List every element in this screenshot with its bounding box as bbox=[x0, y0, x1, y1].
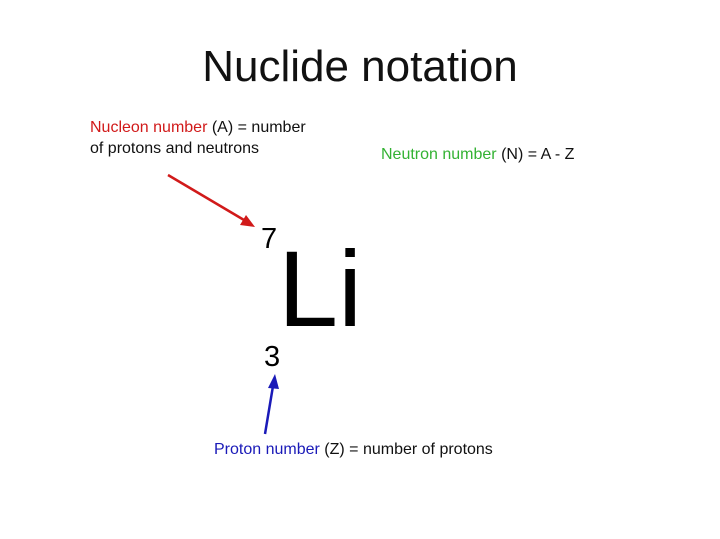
element-symbol: Li bbox=[278, 228, 363, 349]
neutron-number-term: Neutron number bbox=[381, 146, 497, 163]
mass-number: 7 bbox=[261, 223, 278, 255]
proton-arrow bbox=[263, 374, 279, 435]
proton-number-term: Proton number bbox=[214, 441, 320, 458]
nucleon-number-caption: Nucleon number (A) = number of protons a… bbox=[90, 117, 320, 159]
proton-number-caption: Proton number (Z) = number of protons bbox=[214, 439, 494, 460]
slide-title: Nuclide notation bbox=[202, 42, 518, 91]
neutron-number-caption: Neutron number (N) = A - Z bbox=[381, 144, 641, 165]
nucleon-number-definition: (A) = number of protons and neutrons bbox=[90, 119, 306, 157]
nucleon-number-term: Nucleon number bbox=[90, 119, 208, 136]
neutron-number-definition: (N) = A - Z bbox=[496, 146, 575, 163]
proton-number-definition: (Z) = number of protons bbox=[319, 441, 493, 458]
atomic-number: 3 bbox=[264, 341, 281, 373]
proton-arrow-head bbox=[268, 374, 279, 389]
nucleon-arrow bbox=[167, 173, 255, 227]
nucleon-arrow-head bbox=[240, 215, 255, 227]
